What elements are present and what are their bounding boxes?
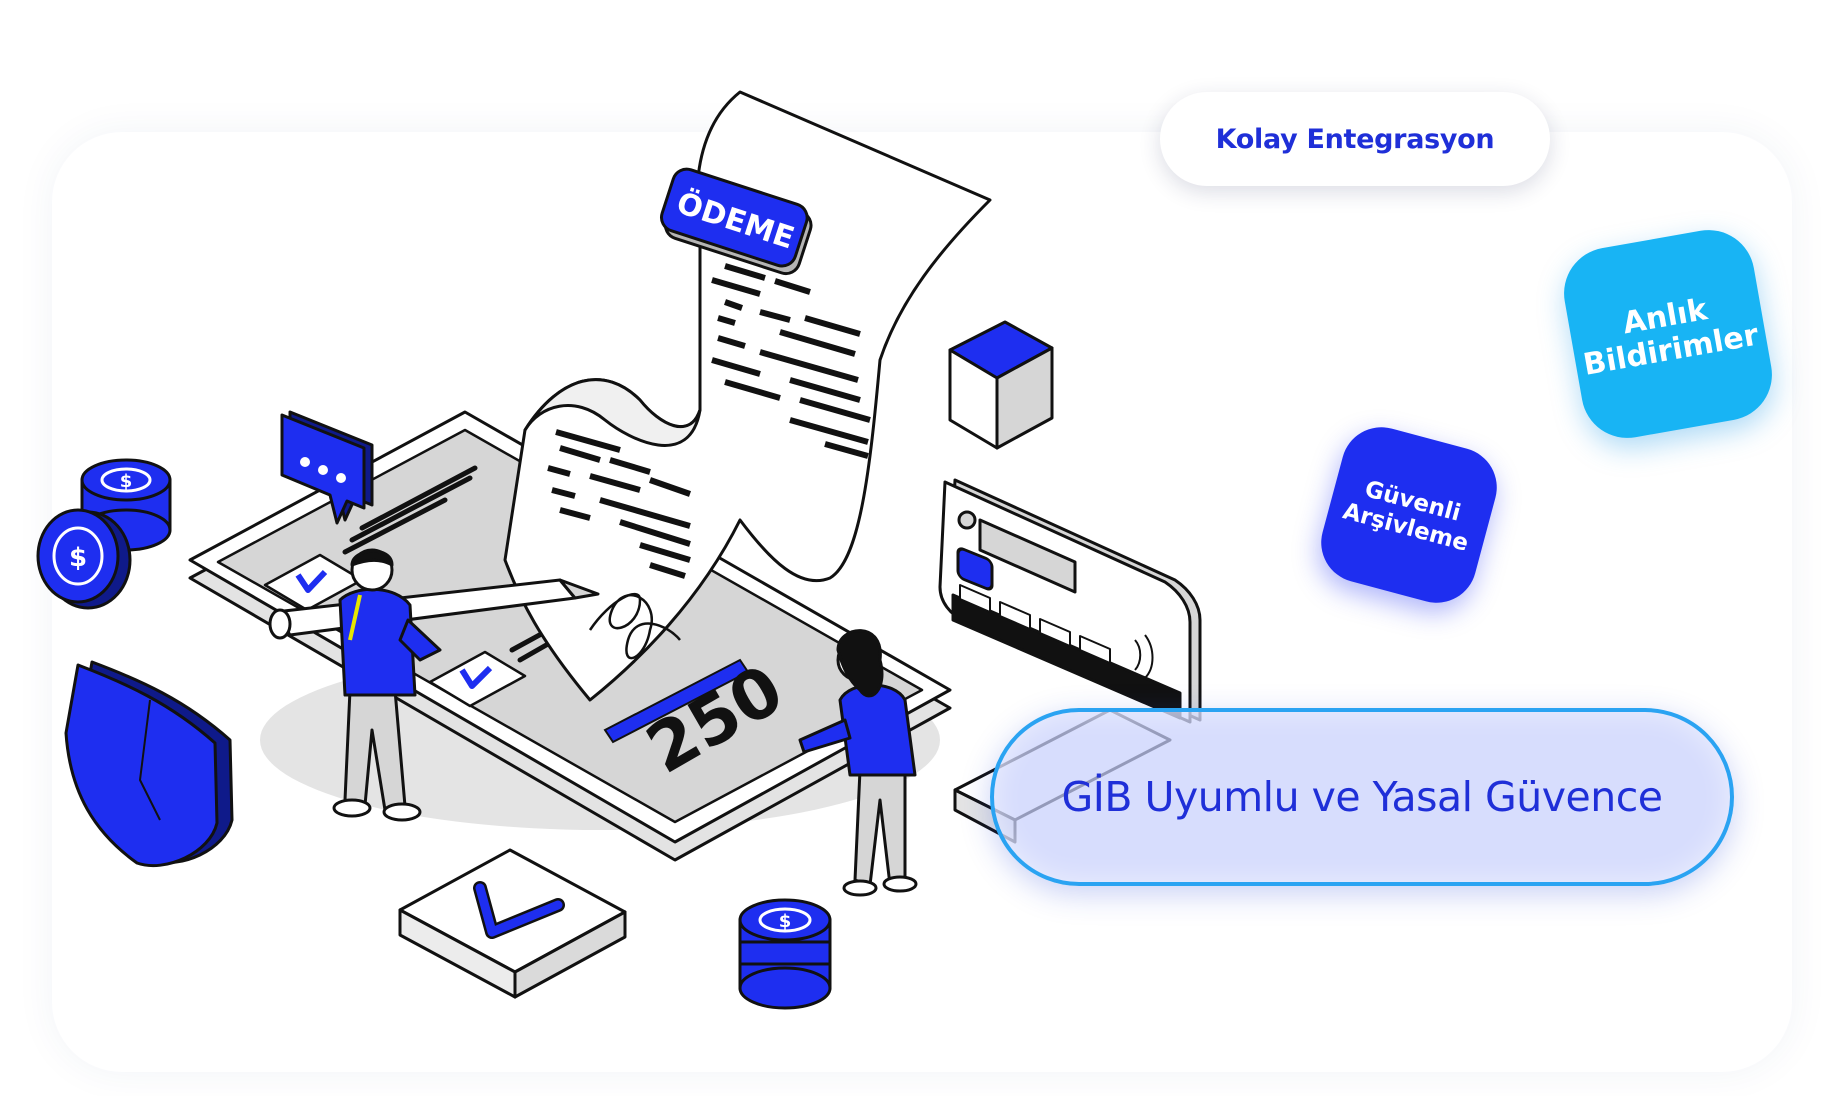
- svg-text:$: $: [120, 471, 133, 492]
- woman-figure: [798, 629, 918, 897]
- receipt-lower-text-lines: [547, 429, 691, 579]
- kolay-entegrasyon-tag: Kolay Entegrasyon: [1160, 92, 1550, 186]
- receipt-paper: [503, 90, 992, 702]
- coin-stack-icon: $: [738, 898, 832, 1010]
- man-figure: [332, 548, 442, 822]
- tablet-text-lines: [342, 465, 551, 663]
- dollar-coin-icon: $: [36, 508, 132, 610]
- receipt-text-lines: [711, 263, 871, 459]
- amount-bar: [603, 658, 750, 744]
- svg-text:$: $: [779, 911, 792, 932]
- chat-bubble-icon: [280, 410, 374, 525]
- gib-uyumlu-tag: GİB Uyumlu ve Yasal Güvence: [990, 708, 1734, 886]
- receipt-heading-badge: [660, 167, 813, 276]
- checkmark-icon: [398, 848, 627, 999]
- cube-icon: [948, 320, 1054, 450]
- svg-text:$: $: [69, 543, 87, 573]
- tablet-check-tiles: [263, 553, 527, 708]
- gib-uyumlu-label: GİB Uyumlu ve Yasal Güvence: [1061, 773, 1663, 821]
- signature-icon: [588, 592, 681, 660]
- credit-card-icon: [938, 478, 1202, 724]
- shield-icon: [64, 660, 234, 868]
- kolay-entegrasyon-label: Kolay Entegrasyon: [1215, 123, 1495, 155]
- anlik-bildirimler-badge: Anlık Bildirimler: [1556, 222, 1780, 446]
